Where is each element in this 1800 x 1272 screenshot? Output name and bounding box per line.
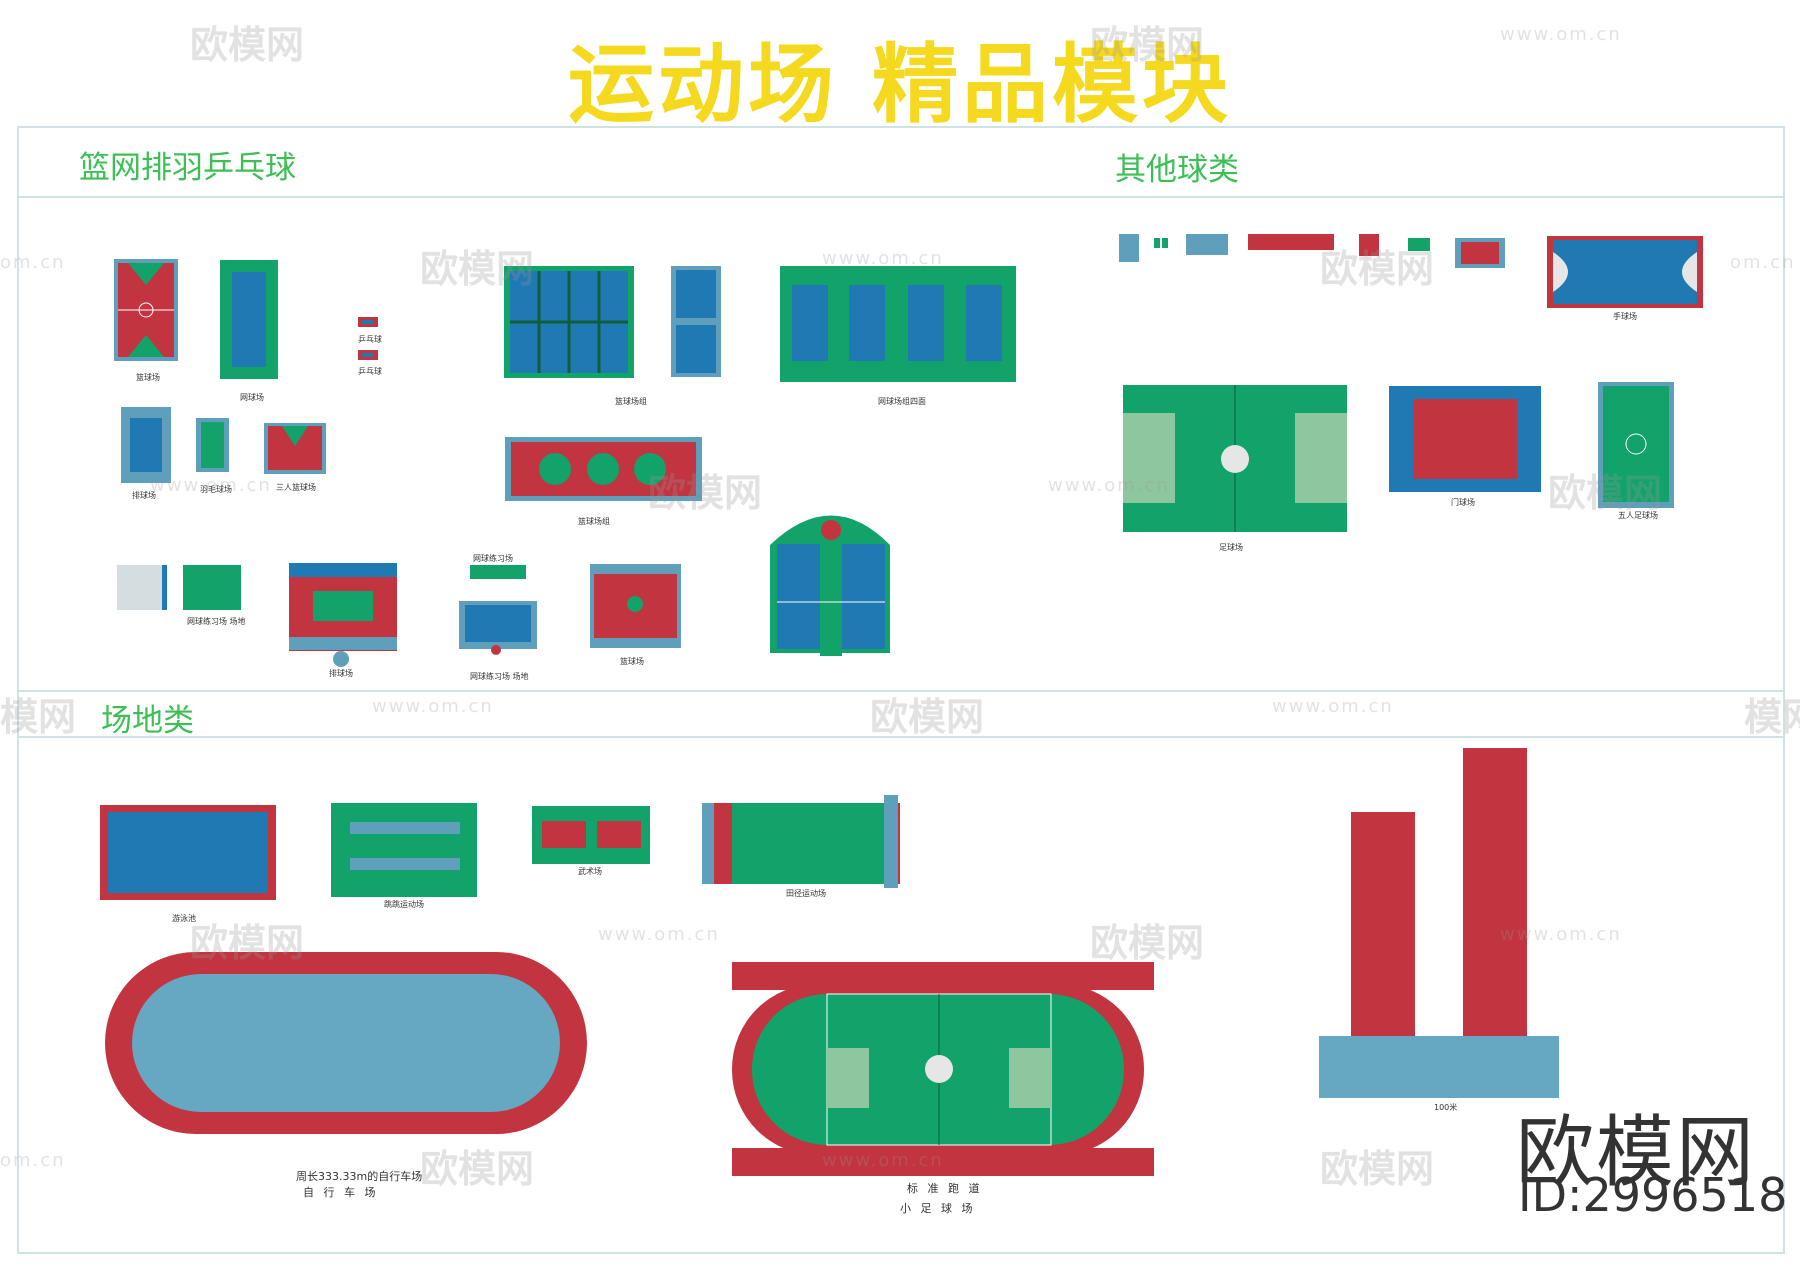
- label-badminton: 羽毛球场: [200, 485, 232, 494]
- handball-court: [1547, 236, 1703, 308]
- label-tennis-group: 网球场组四面: [878, 397, 926, 406]
- brand-id: ID:2996518: [1518, 1168, 1788, 1222]
- label-stadium-1: 标 准 跑 道: [907, 1182, 983, 1195]
- section-title-ball-courts: 篮网排羽乒乓球: [79, 150, 296, 186]
- label-basketball-half: 三人篮球场: [276, 483, 316, 492]
- label-tennis-practice: 网球练习场: [473, 554, 513, 563]
- velodrome: [105, 952, 587, 1134]
- label-jump: 跳跳运动场: [384, 900, 424, 909]
- label-track-field: 田径运动场: [786, 889, 826, 898]
- label-sprint: 100米: [1434, 1103, 1458, 1112]
- jump-venue: [331, 803, 477, 897]
- swimming-pool: [100, 805, 276, 900]
- label-basketball: 篮球场: [136, 373, 160, 382]
- basketball-half-court: [264, 423, 326, 474]
- basketball-court: [114, 259, 178, 361]
- label-pingpong-a: 乒乓球: [358, 335, 382, 344]
- tennis-practice-wall: [117, 565, 241, 610]
- label-basketball-group: 篮球场组: [615, 397, 647, 406]
- label-volleyball-small: 排球场: [132, 491, 156, 500]
- basketball-court-row: [505, 437, 702, 501]
- label-tennis-venue: 网球练习场 场地: [470, 672, 529, 681]
- label-football: 足球场: [1219, 543, 1243, 552]
- section-title-other-balls: 其他球类: [1115, 152, 1239, 188]
- track-field-venue: [702, 795, 900, 888]
- combined-court: [770, 515, 890, 656]
- small-courts-row: [1119, 234, 1505, 268]
- section-divider-top: [17, 196, 1783, 198]
- section-title-venues: 场地类: [101, 703, 194, 739]
- tennis-court-group: [780, 266, 1016, 382]
- label-basketball-triple: 篮球场组: [578, 517, 610, 526]
- label-wushu: 武术场: [578, 867, 602, 876]
- label-volleyball: 排球场: [329, 669, 353, 678]
- five-a-side-football: [1598, 382, 1674, 508]
- page-title: 运动场 精品模块: [568, 35, 1232, 135]
- label-handball: 手球场: [1613, 312, 1637, 321]
- label-velodrome-2: 自 行 车 场: [303, 1186, 379, 1199]
- label-basketball-2: 篮球场: [620, 657, 644, 666]
- volleyball-court: [289, 563, 397, 667]
- football-field: [1123, 385, 1347, 532]
- stadium-track: [732, 962, 1154, 1176]
- badminton-court: [196, 418, 229, 472]
- goal-ball-court: [1389, 386, 1541, 492]
- volleyball-court-small: [121, 407, 171, 483]
- tennis-court: [220, 260, 278, 379]
- basketball-court-2: [590, 564, 681, 648]
- label-tennis-wall: 网球练习场 场地: [187, 617, 246, 626]
- tennis-practice-court: [459, 565, 537, 655]
- label-tennis: 网球场: [240, 393, 264, 402]
- sprint-track: [1319, 748, 1559, 1098]
- brand-name: 欧模网: [1516, 1108, 1757, 1198]
- wushu-venue: [532, 806, 650, 864]
- label-goal: 门球场: [1451, 498, 1475, 507]
- label-football-5: 五人足球场: [1618, 511, 1658, 520]
- basketball-court-group: [504, 266, 634, 378]
- label-stadium-2: 小 足 球 场: [900, 1202, 976, 1215]
- section-divider-middle: [17, 690, 1783, 692]
- label-swim: 游泳池: [172, 914, 196, 923]
- basketball-court-pair: [671, 266, 721, 377]
- pingpong-tables: [358, 317, 378, 360]
- label-pingpong-b: 乒乓球: [358, 367, 382, 376]
- section-divider-lower: [17, 736, 1783, 738]
- label-velodrome-1: 周长333.33m的自行车场: [296, 1170, 423, 1183]
